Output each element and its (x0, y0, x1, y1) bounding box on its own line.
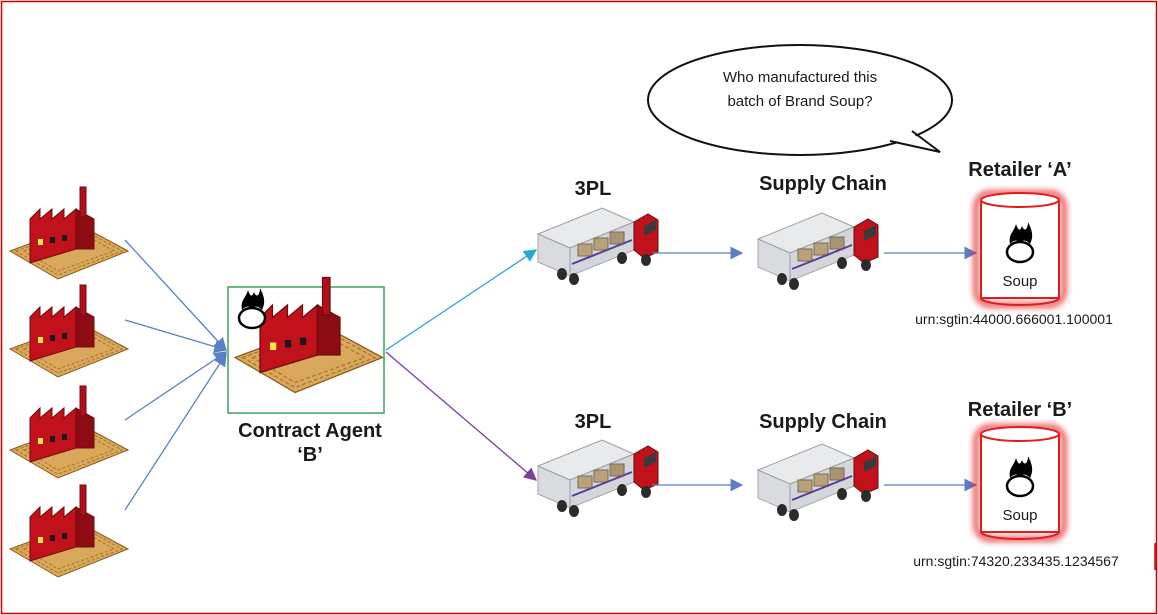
product-label-bottom: Soup (1002, 507, 1037, 524)
contract-agent-node: Contract Agent ‘B’ (227, 276, 385, 466)
product-label-top: Soup (1002, 273, 1037, 290)
label-supply-chain-bottom: Supply Chain (759, 411, 887, 433)
supplier-factory-3 (9, 385, 129, 479)
label-3pl-bottom: 3PL (575, 411, 612, 433)
retailer-bottom-can: Soup (973, 424, 1067, 542)
urn-top: urn:sgtin:44000.666001.100001 (915, 311, 1113, 327)
supplier-factory-4 (9, 484, 129, 578)
label-3pl-top: 3PL (575, 178, 612, 200)
arrow-to-3pl-bottom (385, 351, 537, 481)
truck-3pl-bottom (537, 439, 659, 518)
truck-3pl-top (537, 207, 659, 286)
supplier-factory-2 (9, 284, 129, 378)
supplier-factory-1 (9, 186, 129, 280)
label-retailer-bottom: Retailer ‘B’ (968, 399, 1072, 421)
contract-agent-label-line1: Contract Agent (238, 420, 382, 442)
chain-bottom: 3PL Supply Chain Retailer ‘B’ Soup urn:s… (537, 399, 1156, 570)
arrow-to-3pl-top (385, 249, 538, 351)
urn-bottom: urn:sgtin:74320.233435.1234567 (913, 553, 1119, 569)
retailer-top-can: Soup (973, 190, 1067, 308)
speech-bubble-line2: batch of Brand Soup? (727, 93, 872, 110)
supplier-arrows (124, 239, 228, 511)
chain-top: 3PL Supply Chain Retailer ‘A’ Soup urn:s… (537, 159, 1113, 327)
label-retailer-top: Retailer ‘A’ (968, 159, 1071, 181)
speech-bubble-line1: Who manufactured this (723, 69, 877, 86)
speech-bubble: Who manufactured this batch of Brand Sou… (647, 44, 953, 156)
label-supply-chain-top: Supply Chain (759, 173, 887, 195)
truck-supply-bottom (757, 443, 879, 522)
contract-agent-label-line2: ‘B’ (297, 444, 323, 466)
truck-supply-top (757, 212, 879, 291)
